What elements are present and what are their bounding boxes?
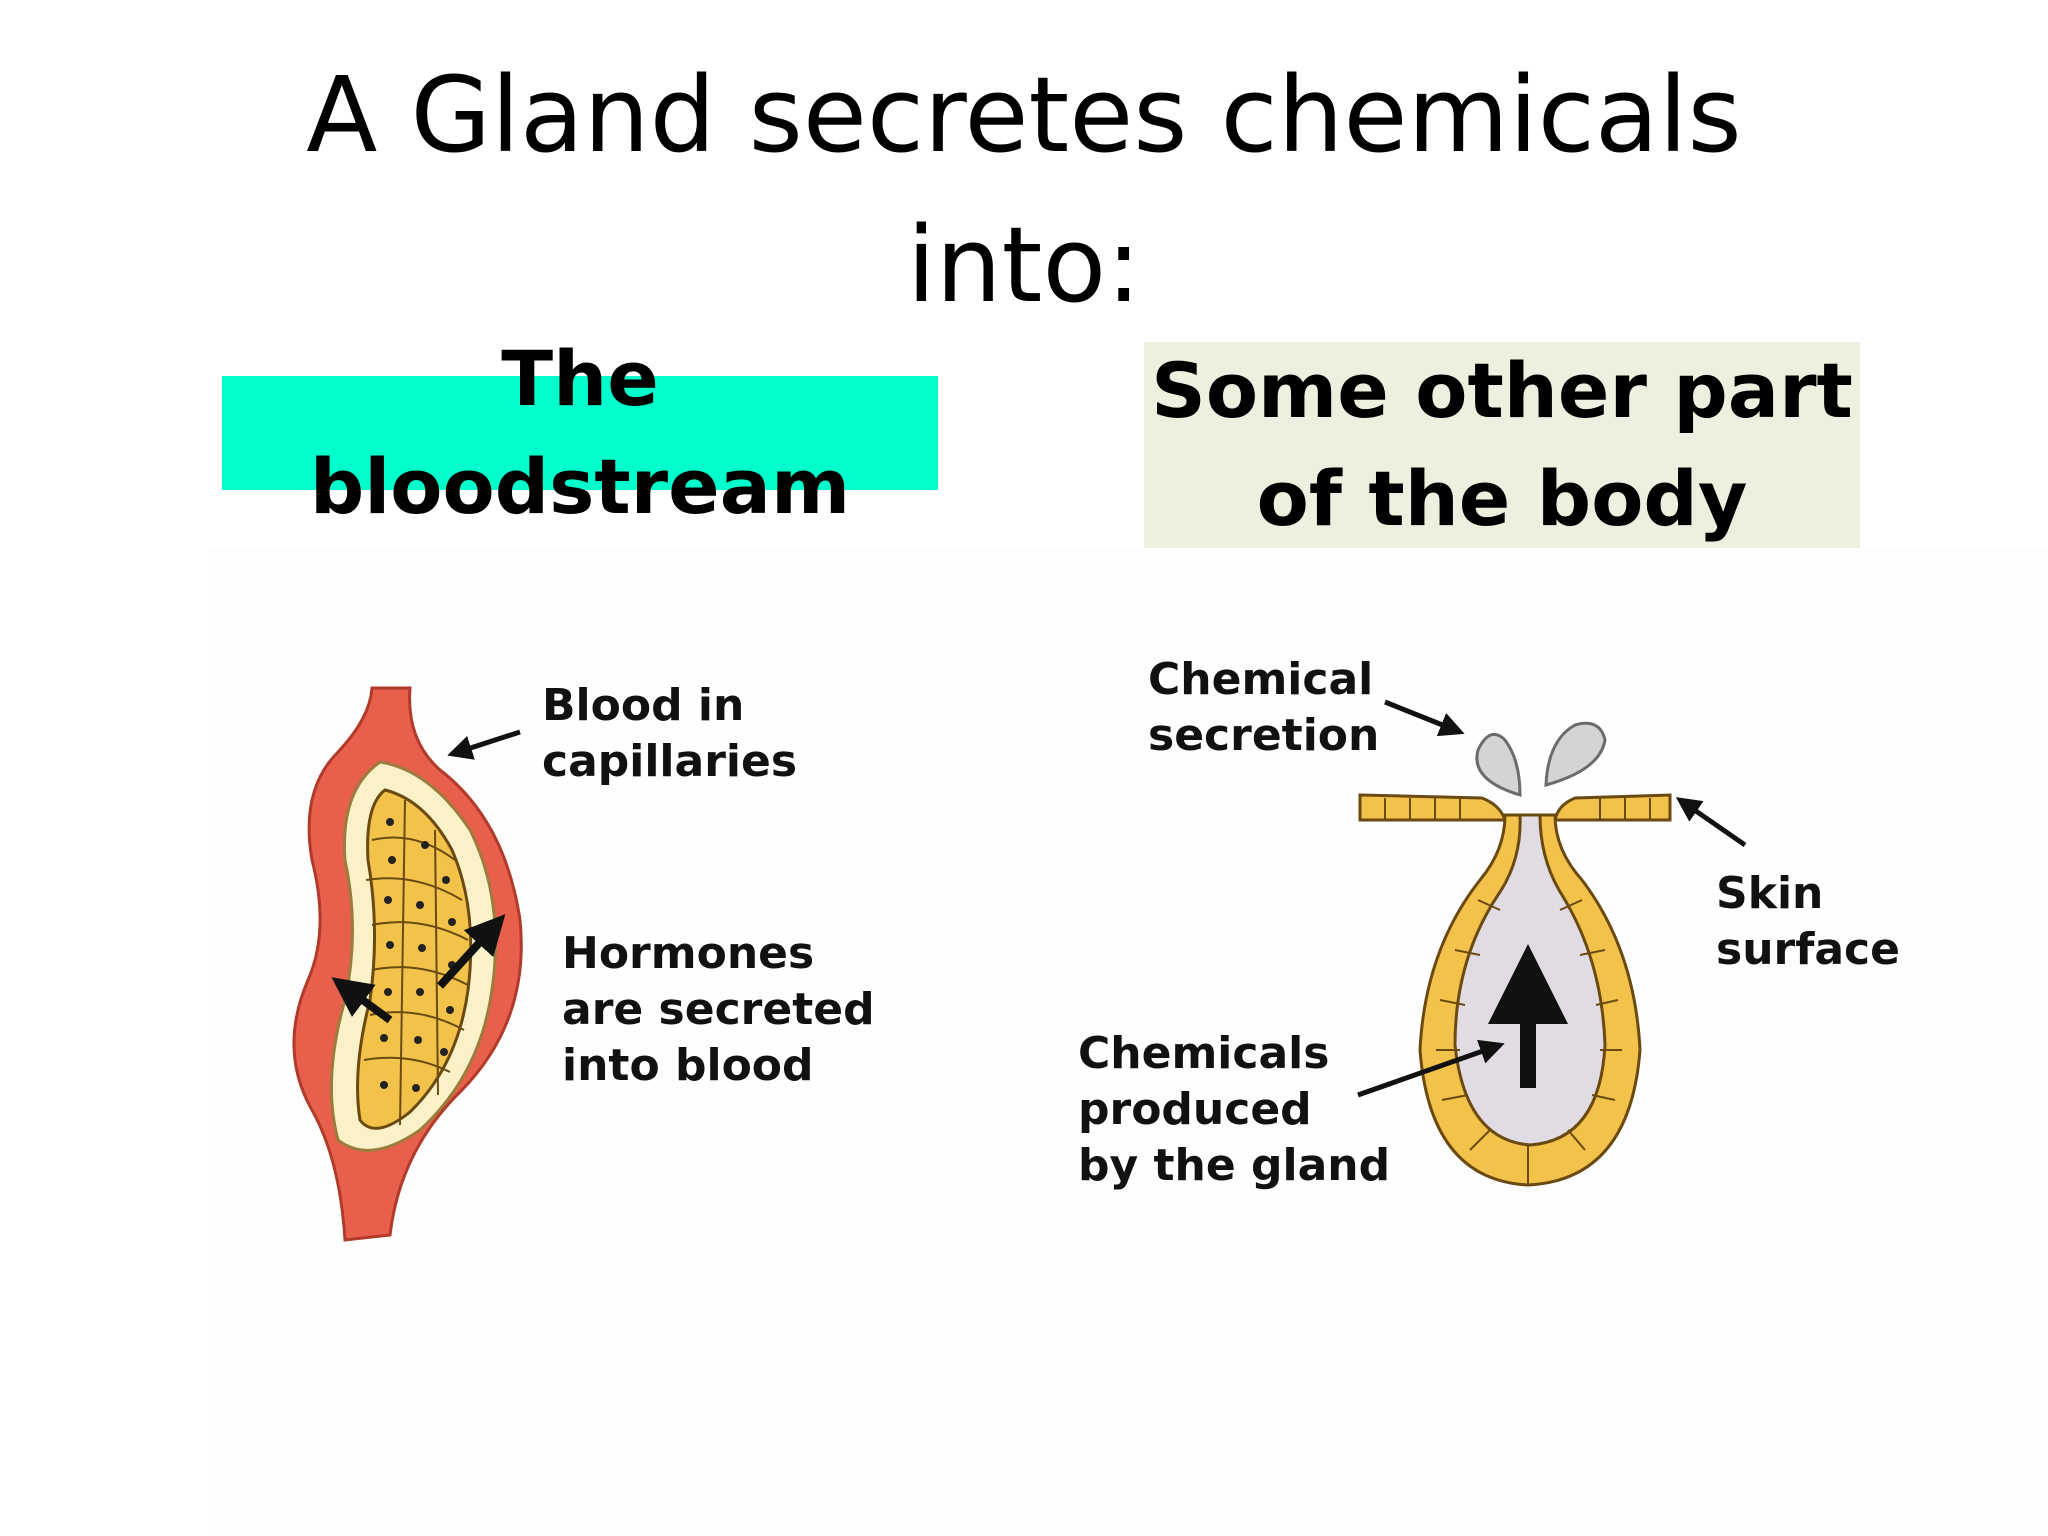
label-skin-surface: Skin surface — [1716, 866, 1900, 978]
arrow-hormone-left — [331, 977, 393, 1024]
option-other-part-line-1: Some other part — [1151, 346, 1853, 435]
option-other-part-box: Some other part of the body — [1144, 342, 1860, 548]
label-hormones-line-1: Hormones — [562, 928, 815, 979]
gland-cell-mass — [356, 788, 473, 1130]
label-hormones-line-3: into blood — [562, 1040, 814, 1091]
exocrine-gland-illustration — [1357, 699, 1747, 1187]
arrow-hormone-right — [437, 914, 506, 989]
label-skin-line-2: surface — [1716, 924, 1900, 975]
label-chemical-secretion: Chemical secretion — [1148, 652, 1379, 764]
option-bloodstream-box: The bloodstream — [222, 334, 938, 531]
droplet-left — [1475, 732, 1522, 798]
label-hormones-secreted: Hormones are secreted into blood — [562, 926, 875, 1094]
slide-title: A Gland secretes chemicals into: — [0, 40, 2048, 340]
label-secretion-line-2: secretion — [1148, 710, 1380, 761]
label-produced-line-3: by the gland — [1078, 1140, 1391, 1191]
label-hormones-line-2: are secreted — [562, 984, 875, 1035]
label-chemicals-produced: Chemicals produced by the gland — [1078, 1026, 1390, 1194]
slide-title-line-1: A Gland secretes chemicals — [306, 54, 1742, 176]
pointer-secretion — [1384, 699, 1465, 737]
label-blood-line-1: Blood in — [542, 680, 745, 731]
endocrine-gland-illustration — [292, 686, 523, 1242]
option-other-part-line-2: of the body — [1256, 454, 1748, 543]
label-produced-line-1: Chemicals — [1078, 1028, 1330, 1079]
pointer-produced — [1357, 1039, 1505, 1098]
label-skin-line-1: Skin — [1716, 868, 1824, 919]
pointer-blood — [447, 729, 521, 760]
label-produced-line-2: produced — [1078, 1084, 1312, 1135]
label-blood-in-capillaries: Blood in capillaries — [542, 678, 797, 790]
option-bloodstream-label: The bloodstream — [309, 334, 851, 531]
slide-title-line-2: into: — [906, 204, 1142, 326]
skin-layer-right — [1553, 793, 1672, 822]
droplet-right — [1544, 721, 1607, 787]
skin-layer-left — [1358, 793, 1508, 822]
pointer-skin — [1675, 797, 1747, 848]
label-secretion-line-1: Chemical — [1148, 654, 1374, 705]
label-blood-line-2: capillaries — [542, 736, 798, 787]
